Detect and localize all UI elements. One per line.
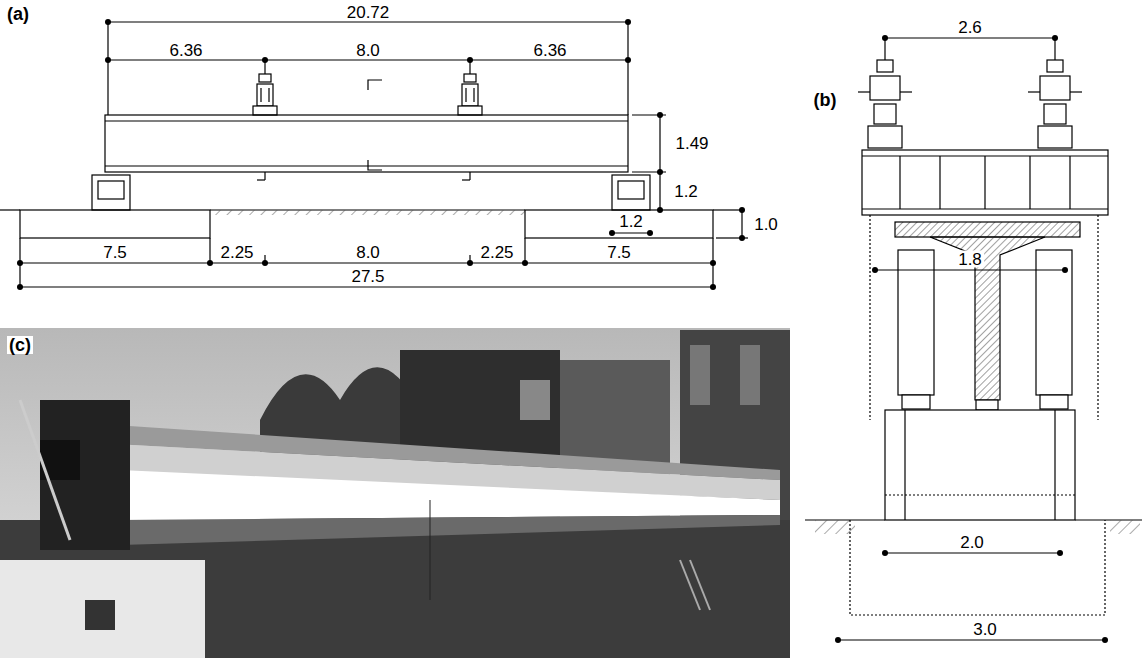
panel-label: (a)	[5, 5, 31, 23]
dimension-label: 20.72	[345, 4, 392, 21]
dimension-label: 7.5	[101, 244, 129, 261]
dimension-label: 27.5	[349, 268, 386, 285]
dimension-label: 2.25	[218, 244, 255, 261]
dimension-label: 1.49	[673, 135, 710, 152]
dimension-label: 6.36	[531, 42, 568, 59]
panel-label: (b)	[812, 91, 839, 109]
panel-label: (c)	[7, 336, 33, 354]
dimension-label: 6.36	[167, 42, 204, 59]
dimension-label: 2.6	[956, 19, 984, 36]
dimension-label: 8.0	[354, 244, 382, 261]
dimension-label: 8.0	[354, 42, 382, 59]
dimension-label: 1.8	[956, 251, 984, 268]
dimension-label: 2.0	[958, 534, 986, 551]
dimension-label: 3.0	[971, 621, 999, 638]
dimension-label: 1.0	[752, 216, 780, 233]
dimension-label: 2.25	[478, 244, 515, 261]
dimension-label: 1.2	[672, 183, 700, 200]
dimension-label: 7.5	[605, 244, 633, 261]
dimension-label: 1.2	[617, 213, 645, 230]
